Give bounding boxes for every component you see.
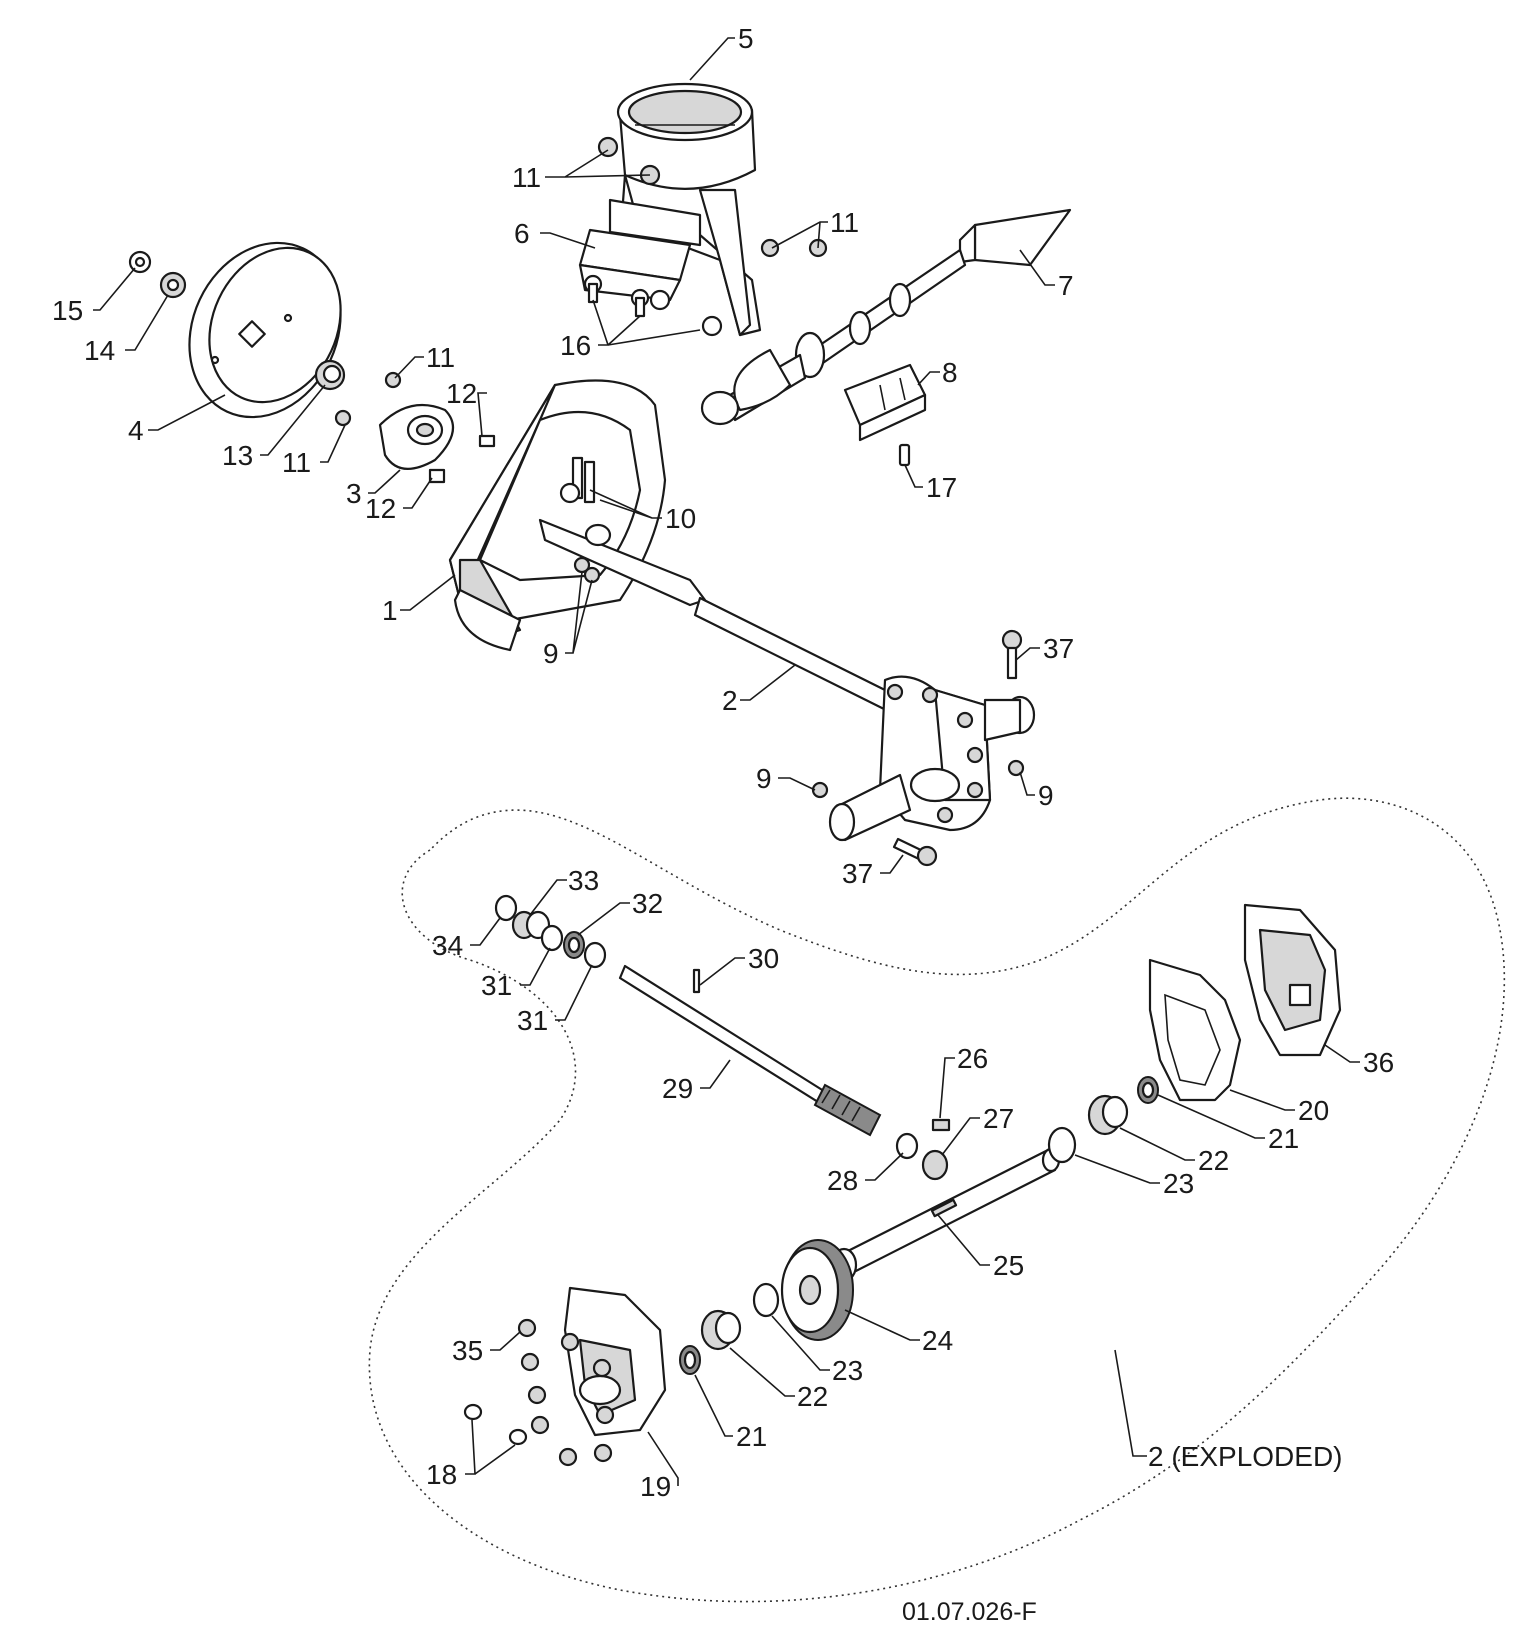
leader-lines	[93, 37, 1360, 1486]
bearing-part-13	[314, 359, 346, 391]
callout-25: 25	[993, 1250, 1024, 1281]
callout-22: 22	[797, 1381, 828, 1412]
callout-26: 26	[957, 1043, 988, 1074]
screw-part-17	[898, 443, 911, 467]
bushing-part-22b	[700, 1309, 742, 1351]
callout-5: 5	[738, 23, 754, 54]
callout-2: 2	[722, 685, 738, 716]
nut-part-14	[159, 271, 187, 299]
washer-part-28	[895, 1132, 919, 1160]
washer-part-15	[128, 250, 152, 274]
housing-half-part-19	[563, 1286, 667, 1437]
flange-part-3	[378, 403, 455, 470]
callout-30: 30	[748, 943, 779, 974]
bushing-part-27	[921, 1149, 949, 1181]
callout-34: 34	[432, 930, 463, 961]
callout-21: 21	[1268, 1123, 1299, 1154]
bolts-part-37	[892, 629, 1023, 867]
callout-21: 21	[736, 1421, 767, 1452]
clip-part-8	[843, 363, 927, 442]
seal-part-21a	[1137, 1076, 1159, 1104]
callout-12: 12	[365, 493, 396, 524]
callout-14: 14	[84, 335, 115, 366]
pulley-part-4	[188, 241, 342, 419]
callout-15: 15	[52, 295, 83, 326]
washer-part-23a	[1047, 1126, 1077, 1164]
callout-11: 11	[830, 207, 859, 238]
auger-housing-part-1	[448, 379, 707, 652]
callout-28: 28	[827, 1165, 858, 1196]
callout-19: 19	[640, 1471, 671, 1502]
washer-part-23b	[752, 1282, 780, 1318]
callout-labels: 5 11 11 6 7 15 14 16 11 8 12 4 13 11 17 …	[52, 23, 1394, 1502]
nuts-part-9-gearbox	[811, 759, 1025, 799]
callout-18: 18	[426, 1459, 457, 1490]
callout-1: 1	[382, 595, 398, 626]
pin-part-30	[692, 968, 701, 994]
callout-4: 4	[128, 415, 144, 446]
callout-37: 37	[1043, 633, 1074, 664]
gear-part-24	[780, 1239, 854, 1341]
callout-33: 33	[568, 865, 599, 896]
callout-37: 37	[842, 858, 873, 889]
callout-36: 36	[1363, 1047, 1394, 1078]
callout-22: 22	[1198, 1145, 1229, 1176]
callout-6: 6	[514, 218, 530, 249]
ring-part-34	[494, 894, 518, 922]
worm-shaft-part-29	[618, 964, 882, 1137]
gasket-part-20	[1148, 958, 1242, 1102]
callout-11: 11	[426, 342, 455, 373]
screws-part-35	[517, 1318, 615, 1467]
callout-10: 10	[665, 503, 696, 534]
callout-20: 20	[1298, 1095, 1329, 1126]
housing-half-part-36	[1243, 903, 1342, 1057]
exploded-view-boundary	[368, 797, 1506, 1603]
diagram-code: 01.07.026-F	[902, 1598, 1037, 1626]
callout-32: 32	[632, 888, 663, 919]
callout-17: 17	[926, 472, 957, 503]
callout-9: 9	[756, 763, 772, 794]
callout-11: 11	[512, 162, 541, 193]
callout-8: 8	[942, 357, 958, 388]
callout-27: 27	[983, 1103, 1014, 1134]
gearbox-assembly-part-2	[693, 596, 1036, 842]
seal-part-21b	[679, 1345, 701, 1375]
washer-part-31b	[583, 941, 607, 969]
callout-9: 9	[1038, 780, 1054, 811]
callout-16: 16	[560, 330, 591, 361]
washer-part-31a	[540, 924, 564, 952]
callout-11: 11	[282, 447, 311, 478]
key-part-26	[931, 1118, 951, 1132]
callout-23: 23	[832, 1355, 863, 1386]
exploded-label: 2 (EXPLODED)	[1148, 1441, 1343, 1472]
callout-9: 9	[543, 638, 559, 669]
callout-3: 3	[346, 478, 362, 509]
callout-31: 31	[517, 1005, 548, 1036]
plugs-part-18	[463, 1403, 528, 1446]
callout-23: 23	[1163, 1168, 1194, 1199]
bolts-part-12	[428, 434, 496, 484]
callout-12: 12	[446, 378, 477, 409]
bushing-part-33	[511, 910, 551, 940]
callout-7: 7	[1058, 270, 1074, 301]
callout-24: 24	[922, 1325, 953, 1356]
callout-29: 29	[662, 1073, 693, 1104]
bushing-part-22a	[1087, 1094, 1129, 1136]
callout-35: 35	[452, 1335, 483, 1366]
callout-13: 13	[222, 440, 253, 471]
seal-part-32	[563, 931, 585, 959]
callout-31: 31	[481, 970, 512, 1001]
